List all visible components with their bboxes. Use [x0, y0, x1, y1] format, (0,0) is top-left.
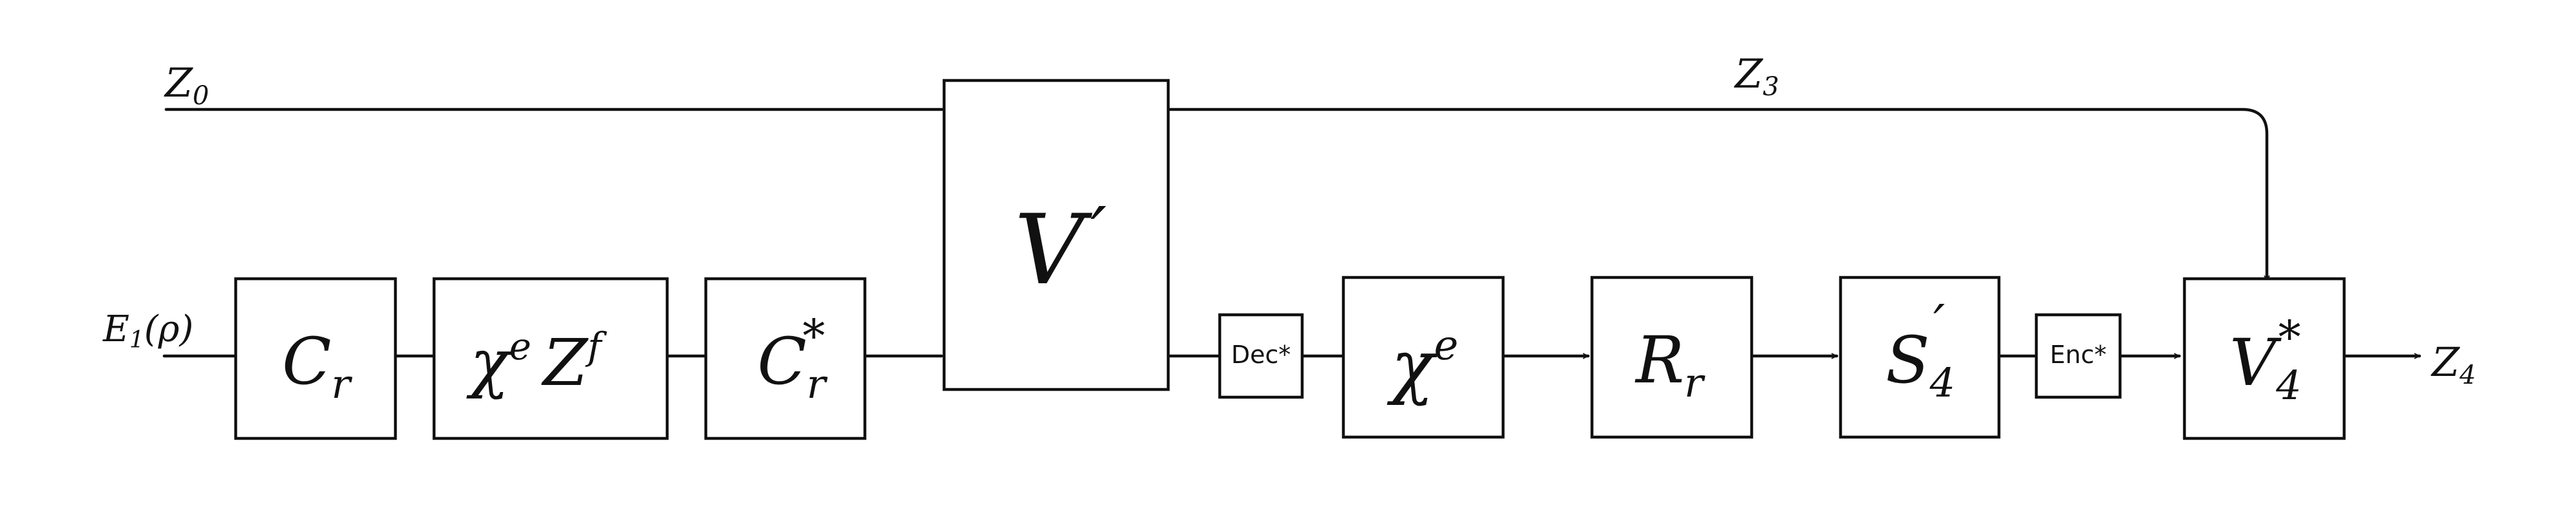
block-s4-prime: S4′ — [1839, 276, 2001, 439]
top-wire-right — [1165, 108, 2267, 283]
block-cr: Cr — [234, 277, 397, 440]
svg-text:Rr: Rr — [1634, 323, 1705, 406]
block-xe: χe — [1341, 276, 1505, 439]
label-z3: Z3 — [1734, 50, 1779, 102]
label-z4: Z4 — [2430, 339, 2476, 390]
svg-text:Dec*: Dec* — [1231, 341, 1291, 369]
svg-text:χe: χe — [1387, 322, 1459, 407]
label-z0: Z0 — [164, 59, 209, 111]
label-e1-rho: E1(ρ) — [102, 308, 193, 353]
block-rr: Rr — [1590, 276, 1754, 439]
svg-text:Cr*: Cr* — [757, 310, 828, 407]
block-cr-star: Cr* — [704, 277, 867, 440]
svg-text:Enc*: Enc* — [2050, 341, 2107, 369]
svg-text:S4′: S4′ — [1886, 294, 1955, 406]
block-v4-star: V4* — [2183, 277, 2346, 440]
svg-text:V4*: V4* — [2230, 311, 2302, 409]
block-dec-star: Dec* — [1218, 313, 1304, 399]
svg-text:V′: V′ — [1014, 192, 1106, 306]
block-v-prime: V′ — [942, 79, 1170, 391]
block-enc-star: Enc* — [2034, 313, 2122, 399]
svg-text:Cr: Cr — [282, 324, 353, 407]
